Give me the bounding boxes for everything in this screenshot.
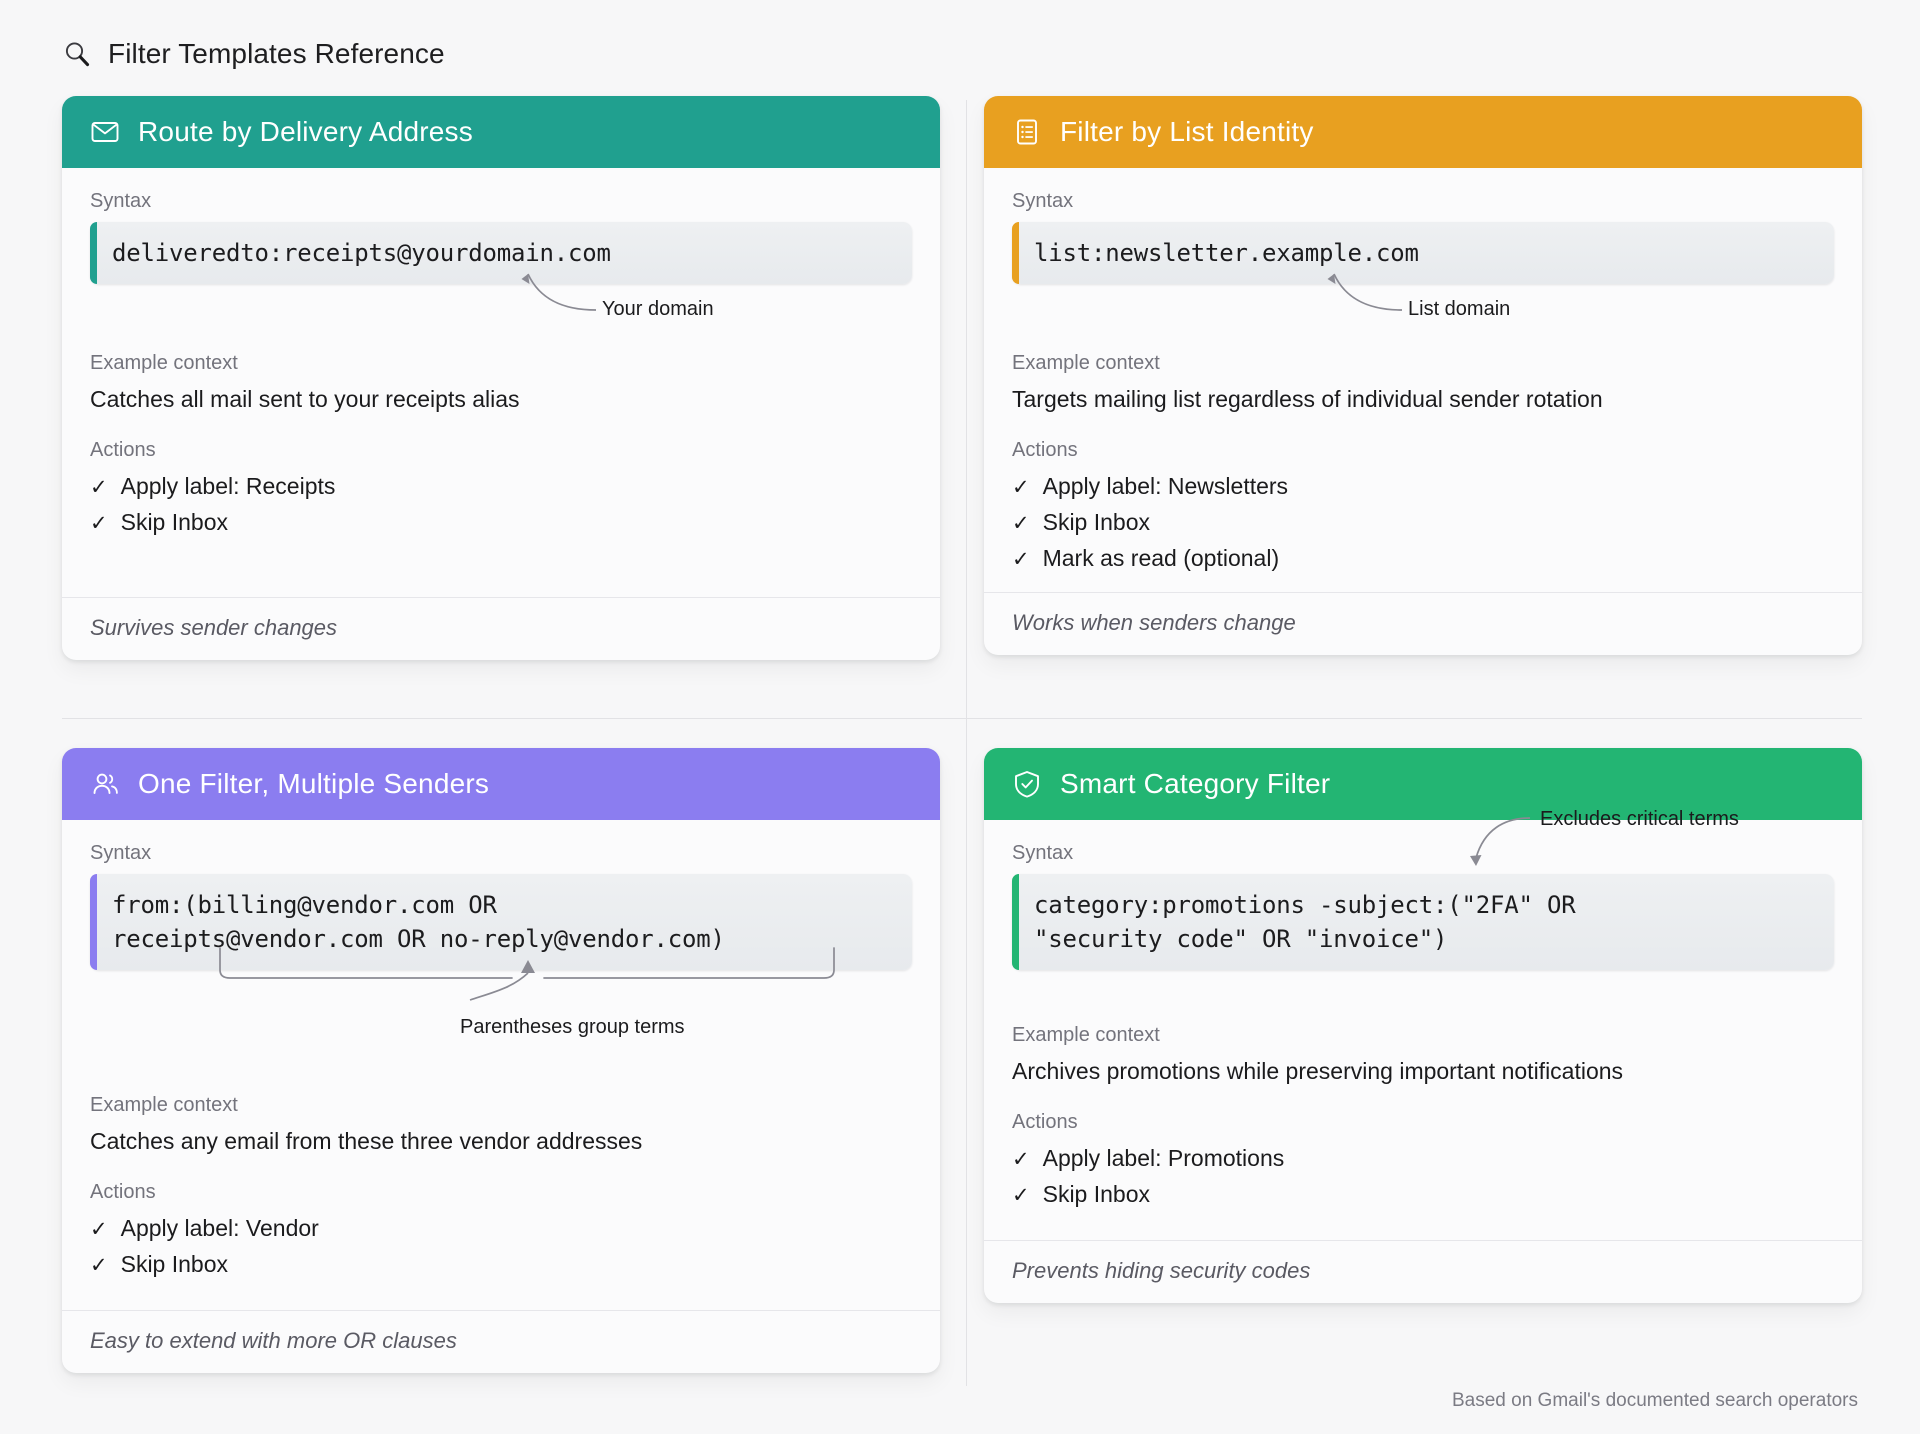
check-icon: ✓	[1012, 548, 1030, 572]
callout-label: Parentheses group terms	[460, 1016, 685, 1038]
check-icon: ✓	[1012, 1184, 1030, 1208]
grid-cell-4: Smart Category Filter Syntax Excludes cr…	[984, 748, 1862, 1386]
action-label: Apply label: Vendor	[120, 1215, 319, 1242]
shield-check-icon	[1012, 769, 1042, 799]
footnote: Based on Gmail's documented search opera…	[1451, 1390, 1858, 1411]
list-document-icon	[1012, 117, 1042, 147]
action-item: ✓ Skip Inbox	[1012, 1181, 1834, 1208]
check-icon: ✓	[1012, 1148, 1030, 1172]
action-item: ✓ Apply label: Receipts	[90, 473, 912, 500]
actions-label: Actions	[1012, 439, 1078, 462]
actions-label: Actions	[1012, 1111, 1078, 1134]
example-context-text: Catches all mail sent to your receipts a…	[90, 386, 520, 413]
action-label: Skip Inbox	[1042, 1181, 1151, 1208]
syntax-code[interactable]: deliveredto:receipts@yourdomain.com	[90, 222, 912, 285]
syntax-label: Syntax	[1012, 842, 1074, 864]
card-body: Syntax Excludes critical terms category:…	[984, 808, 1862, 1240]
syntax-label: Syntax	[1012, 190, 1074, 212]
callout-label: Your domain	[602, 298, 714, 320]
column-divider	[966, 100, 967, 1386]
actions-list: ✓ Apply label: Vendor ✓ Skip Inbox	[90, 1215, 912, 1278]
check-icon: ✓	[90, 512, 108, 536]
envelope-icon	[90, 117, 120, 147]
action-item: ✓ Skip Inbox	[1012, 509, 1834, 536]
example-context-label: Example context	[90, 352, 238, 375]
syntax-code[interactable]: from:(billing@vendor.com OR receipts@ven…	[90, 874, 912, 971]
card-footer: Easy to extend with more OR clauses	[62, 1310, 940, 1373]
action-label: Apply label: Newsletters	[1042, 473, 1289, 500]
check-icon: ✓	[1012, 476, 1030, 500]
action-item: ✓ Mark as read (optional)	[1012, 545, 1834, 572]
card-footer: Prevents hiding security codes	[984, 1240, 1862, 1303]
action-label: Apply label: Receipts	[120, 473, 336, 500]
callout-brace	[219, 947, 835, 1001]
callout-label: List domain	[1408, 298, 1511, 320]
actions-list: ✓ Apply label: Newsletters ✓ Skip Inbox …	[1012, 473, 1834, 572]
card-title: Route by Delivery Address	[138, 116, 473, 147]
page-header: Filter Templates Reference	[62, 32, 445, 76]
card-header: Smart Category Filter	[984, 748, 1862, 820]
example-context-label: Example context	[90, 1094, 238, 1117]
action-item: ✓ Apply label: Newsletters	[1012, 473, 1834, 500]
syntax-label: Syntax	[90, 842, 152, 864]
actions-label: Actions	[90, 1181, 156, 1204]
filter-card-route-by-delivery-address[interactable]: Route by Delivery Address Syntax deliver…	[62, 96, 940, 661]
action-item: ✓ Apply label: Vendor	[90, 1215, 912, 1242]
action-label: Skip Inbox	[1042, 509, 1151, 536]
example-context-label: Example context	[1012, 352, 1160, 375]
users-icon	[90, 769, 120, 799]
card-title: One Filter, Multiple Senders	[138, 768, 490, 799]
page-title: Filter Templates Reference	[108, 38, 445, 69]
callout-leader-line	[1327, 273, 1403, 311]
row-divider	[62, 718, 1862, 719]
card-header: Filter by List Identity	[984, 96, 1862, 168]
card-title: Smart Category Filter	[1060, 768, 1331, 799]
card-header: Route by Delivery Address	[62, 96, 940, 168]
check-icon: ✓	[90, 1218, 108, 1242]
check-icon: ✓	[1012, 512, 1030, 536]
card-header: One Filter, Multiple Senders	[62, 748, 940, 820]
card-footer: Survives sender changes	[62, 597, 940, 660]
actions-label: Actions	[90, 439, 156, 462]
filter-card-smart-category-filter[interactable]: Smart Category Filter Syntax Excludes cr…	[984, 748, 1862, 1304]
action-label: Mark as read (optional)	[1042, 545, 1280, 572]
action-label: Skip Inbox	[120, 1251, 229, 1278]
example-context-text: Archives promotions while preserving imp…	[1012, 1058, 1624, 1085]
card-body: Syntax list:newsletter.example.com List …	[984, 168, 1862, 592]
syntax-code[interactable]: category:promotions -subject:("2FA" OR "…	[1012, 874, 1834, 971]
search-icon	[62, 39, 92, 69]
card-title: Filter by List Identity	[1060, 116, 1314, 147]
grid-cell-3: One Filter, Multiple Senders Syntax from…	[62, 748, 940, 1386]
card-body: Syntax from:(billing@vendor.com OR recei…	[62, 820, 940, 1310]
grid-cell-2: Filter by List Identity Syntax list:news…	[984, 96, 1862, 734]
filter-card-filter-by-list-identity[interactable]: Filter by List Identity Syntax list:news…	[984, 96, 1862, 656]
syntax-label: Syntax	[90, 190, 152, 212]
check-icon: ✓	[90, 1254, 108, 1278]
card-footer: Works when senders change	[984, 592, 1862, 655]
actions-list: ✓ Apply label: Promotions ✓ Skip Inbox	[1012, 1145, 1834, 1208]
template-grid: Route by Delivery Address Syntax deliver…	[62, 96, 1862, 1386]
action-item: ✓ Skip Inbox	[90, 1251, 912, 1278]
example-context-text: Targets mailing list regardless of indiv…	[1012, 386, 1603, 413]
grid-cell-1: Route by Delivery Address Syntax deliver…	[62, 96, 940, 734]
callout-label: Excludes critical terms	[1540, 808, 1739, 830]
callout-leader-line	[1470, 817, 1531, 866]
actions-list: ✓ Apply label: Receipts ✓ Skip Inbox	[90, 473, 912, 536]
filter-card-one-filter-multiple-senders[interactable]: One Filter, Multiple Senders Syntax from…	[62, 748, 940, 1374]
card-body: Syntax deliveredto:receipts@yourdomain.c…	[62, 168, 940, 597]
example-context-text: Catches any email from these three vendo…	[90, 1128, 643, 1155]
syntax-code[interactable]: list:newsletter.example.com	[1012, 222, 1834, 285]
action-label: Apply label: Promotions	[1042, 1145, 1285, 1172]
action-item: ✓ Skip Inbox	[90, 509, 912, 536]
callout-leader-line	[521, 273, 597, 311]
example-context-label: Example context	[1012, 1024, 1160, 1047]
action-label: Skip Inbox	[120, 509, 229, 536]
check-icon: ✓	[90, 476, 108, 500]
action-item: ✓ Apply label: Promotions	[1012, 1145, 1834, 1172]
